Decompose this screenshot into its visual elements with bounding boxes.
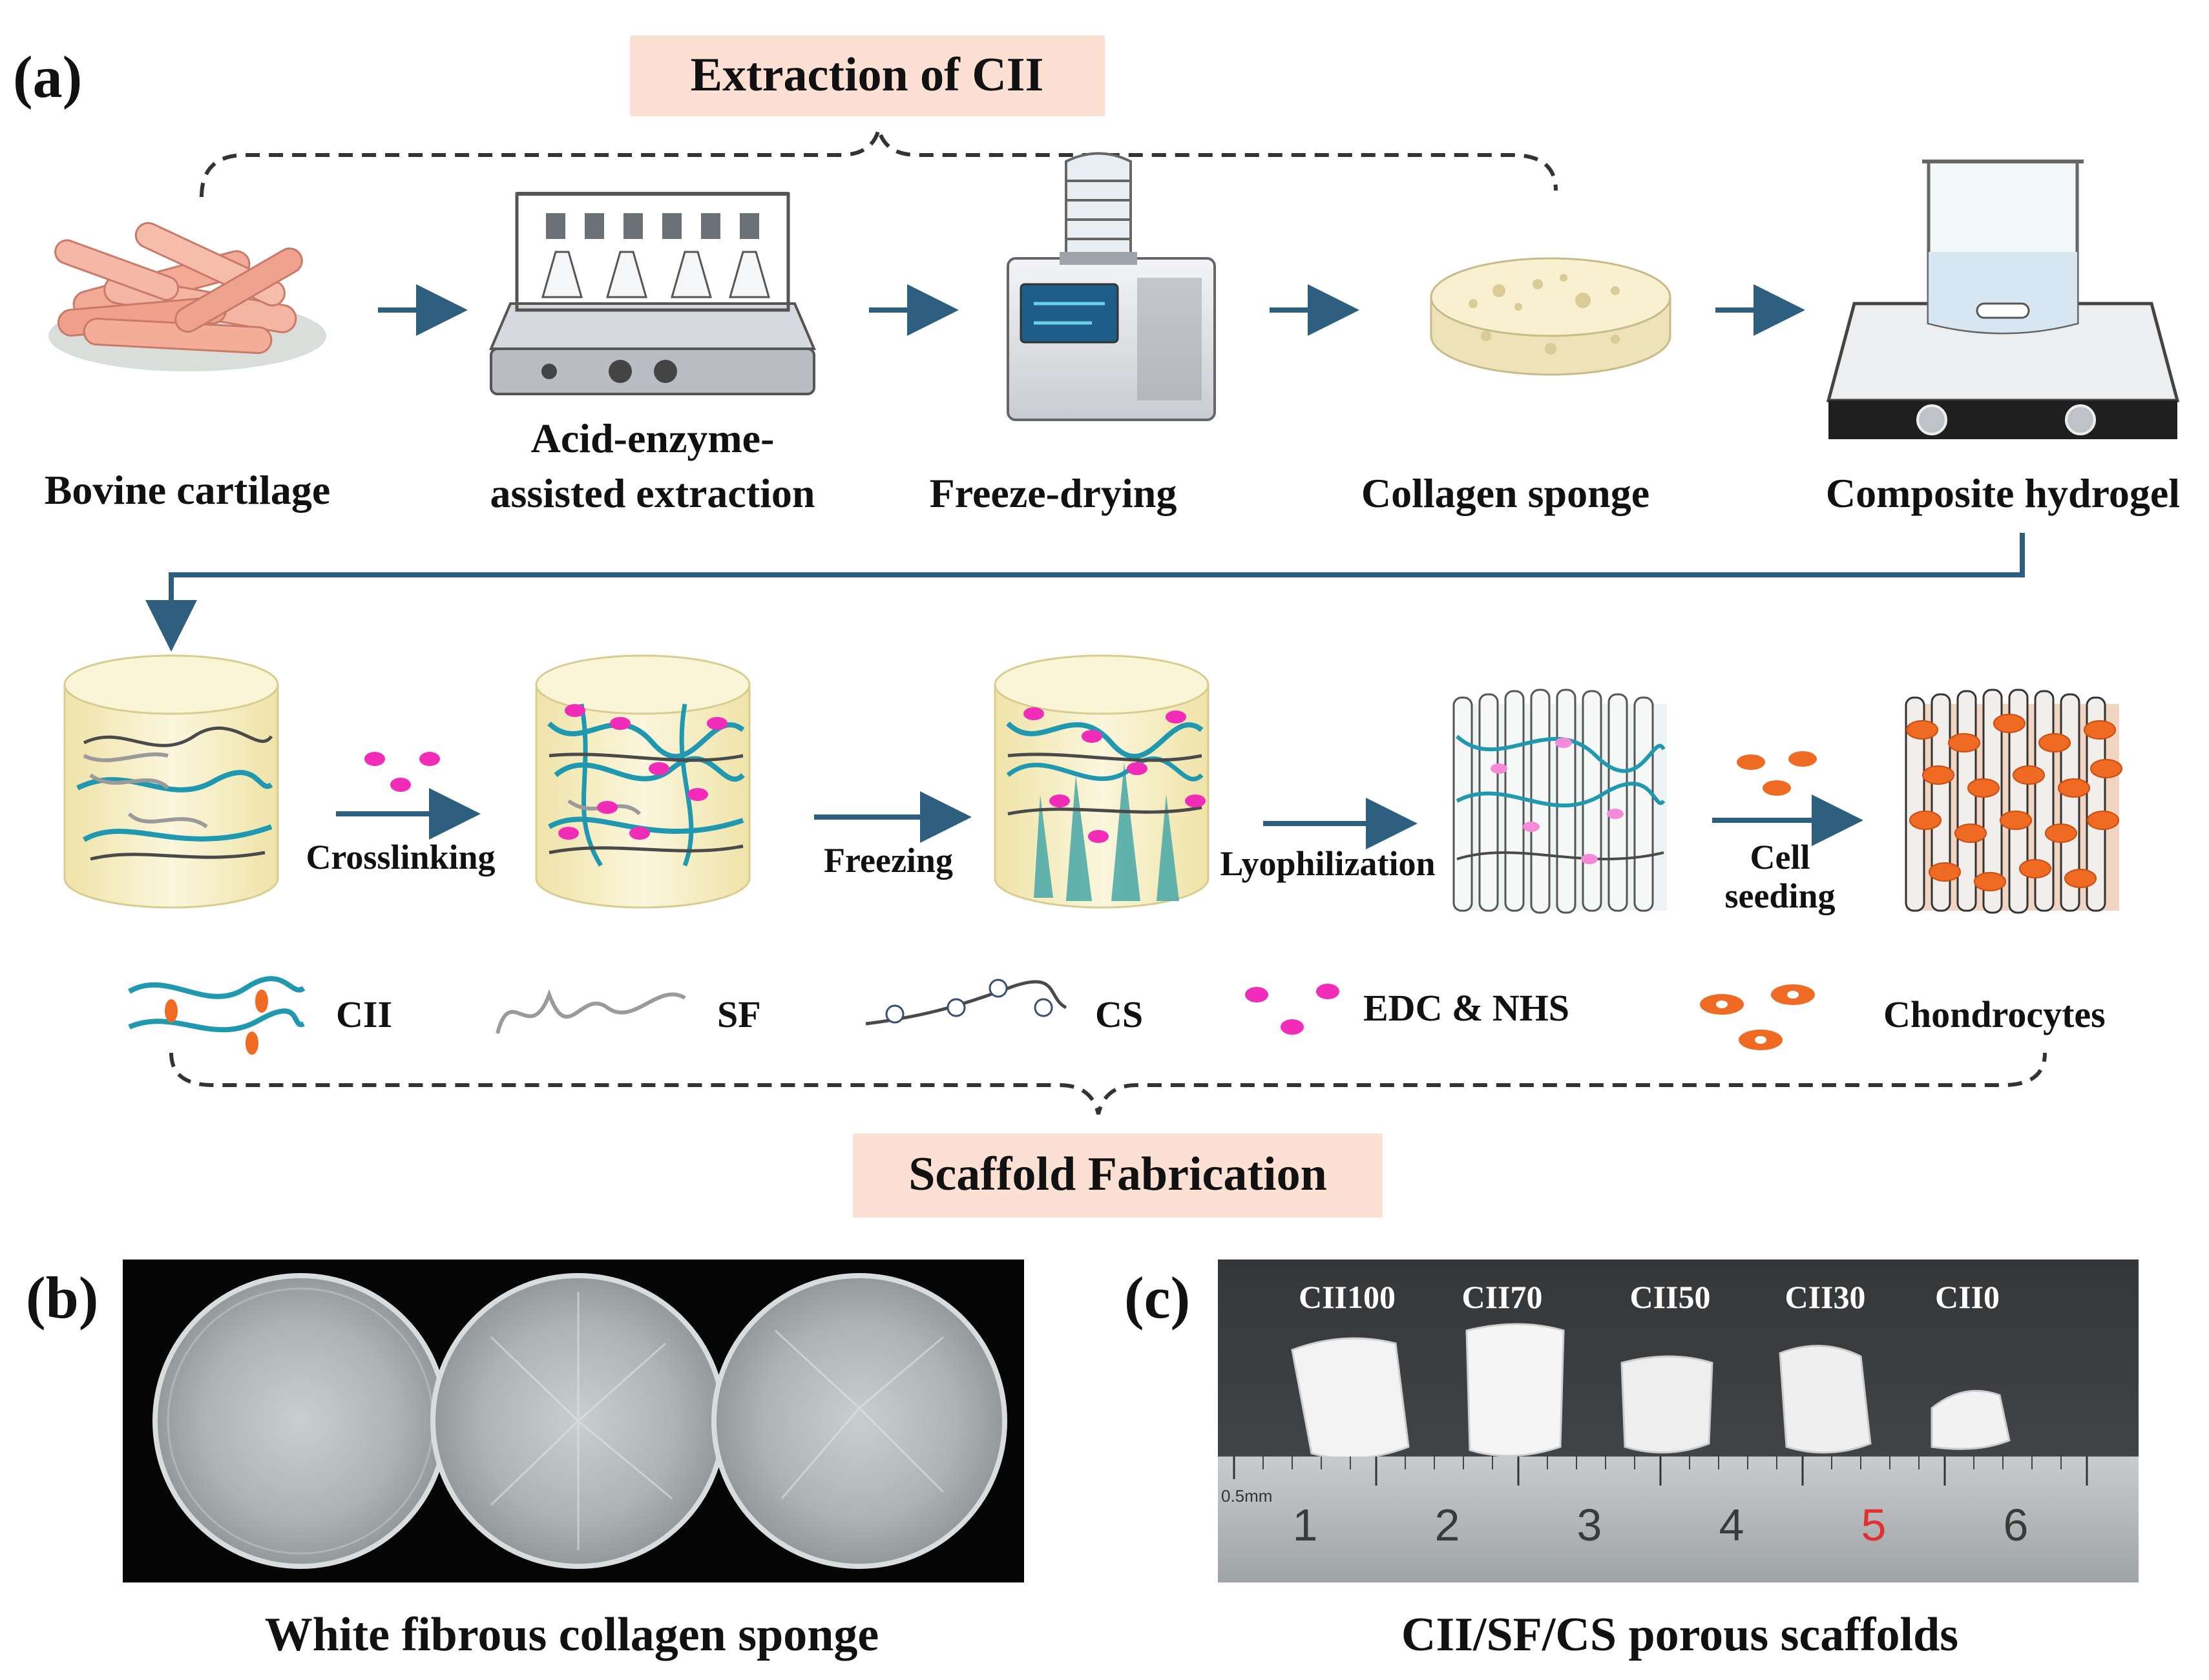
petri-dish-3 [711,1273,1007,1569]
sample-label-cii30: CII30 [1785,1279,1865,1315]
ruler: 0.5mm 1 2 3 4 5 6 [1218,1457,2139,1582]
fabrication-brace [169,1052,2047,1115]
legend: CII SF CS EDC & NHS [127,976,2106,1055]
panel-b-label: (b) [26,1265,98,1331]
porous-scaffold [1452,689,1667,914]
panel-c: (c) CII100 CII70 CII50 CII30 CII0 [1124,1260,2139,1661]
panel-a-label: (a) [13,44,82,110]
shaker-incubator-icon [488,192,817,395]
fabrication-banner-bg [853,1134,1383,1218]
panel-b: (b) White fibro [26,1260,1024,1661]
step-acid-enzyme-line2: assisted extraction [490,470,815,516]
process-cell-line1: Cell [1750,838,1810,876]
sample-label-cii50: CII50 [1629,1279,1710,1315]
legend-cs-label: CS [1095,993,1143,1035]
scaffold-cii30 [1779,1345,1872,1454]
legend-cii: CII [127,976,392,1055]
legend-sf-label: SF [717,993,761,1035]
process-crosslinking: Crosslinking [306,838,495,876]
freeze-dryer-icon [1007,152,1216,421]
petri-dish-2 [430,1273,726,1569]
extraction-banner-text: Extraction of CII [691,48,1044,101]
process-cell-line2: seeding [1724,876,1835,915]
process-lyophilization: Lyophilization [1220,844,1435,883]
hydrogel-cylinder-1 [63,654,279,909]
legend-sf: SF [496,989,761,1035]
seeded-scaffold [1905,689,2122,914]
legend-edc-nhs: EDC & NHS [1245,984,1569,1035]
ruler-number-4: 4 [1719,1500,1744,1550]
extraction-banner: Extraction of CII [630,36,1105,116]
panel-b-caption: White fibrous collagen sponge [265,1608,879,1661]
fabrication-banner: Scaffold Fabrication [853,1134,1383,1218]
scaffold-samples [1291,1323,2011,1460]
sample-label-cii70: CII70 [1461,1279,1542,1315]
row-connector-arrow [145,533,2025,652]
ruler-number-1: 1 [1293,1500,1318,1550]
ruler-unit: 0.5mm [1221,1486,1272,1506]
step-bovine-cartilage: Bovine cartilage [45,467,331,513]
ruler-number-6: 6 [2004,1500,2029,1550]
sample-label-cii0: CII0 [1935,1279,2000,1315]
magnetic-stirrer-icon [1826,160,2180,439]
legend-cs: CS [865,979,1143,1035]
extraction-banner-bg [630,36,1105,116]
panel-c-caption: CII/SF/CS porous scaffolds [1401,1608,1958,1661]
panel-c-label: (c) [1124,1265,1190,1331]
hydrogel-cylinder-2 [535,654,751,909]
step-composite-hydrogel: Composite hydrogel [1826,470,2180,516]
crosslinker-dots [364,752,440,792]
bovine-cartilage-icon [48,222,326,371]
sample-label-cii100: CII100 [1299,1279,1396,1315]
ruler-number-5: 5 [1861,1500,1887,1550]
extraction-brace [200,129,1558,198]
chondrocyte-dots [1737,751,1817,796]
sample-labels: CII100 CII70 CII50 CII30 CII0 [1299,1279,2000,1315]
hydrogel-cylinder-3 [994,654,1209,909]
collagen-sponge-icon [1430,257,1671,376]
scaffold-cii100 [1291,1337,1410,1460]
fabrication-banner-text: Scaffold Fabrication [908,1148,1326,1201]
process-freezing: Freezing [824,841,953,880]
scaffold-cii70 [1465,1323,1565,1457]
step-acid-enzyme-line1: Acid-enzyme- [531,415,775,461]
scaffold-cii0 [1931,1389,2011,1450]
ruler-number-2: 2 [1435,1500,1460,1550]
legend-edc-label: EDC & NHS [1363,987,1569,1029]
ruler-number-3: 3 [1577,1500,1602,1550]
legend-chondrocytes: Chondrocytes [1700,984,2106,1050]
panel-a: (a) Extraction of CII Bovine cartilage [13,36,2180,1218]
step-freeze-drying: Freeze-drying [930,470,1177,516]
petri-dish-1 [152,1273,448,1569]
step-collagen-sponge: Collagen sponge [1361,470,1649,516]
legend-chondrocytes-label: Chondrocytes [1883,993,2106,1035]
scaffold-cii50 [1620,1355,1713,1454]
legend-cii-label: CII [336,993,392,1035]
